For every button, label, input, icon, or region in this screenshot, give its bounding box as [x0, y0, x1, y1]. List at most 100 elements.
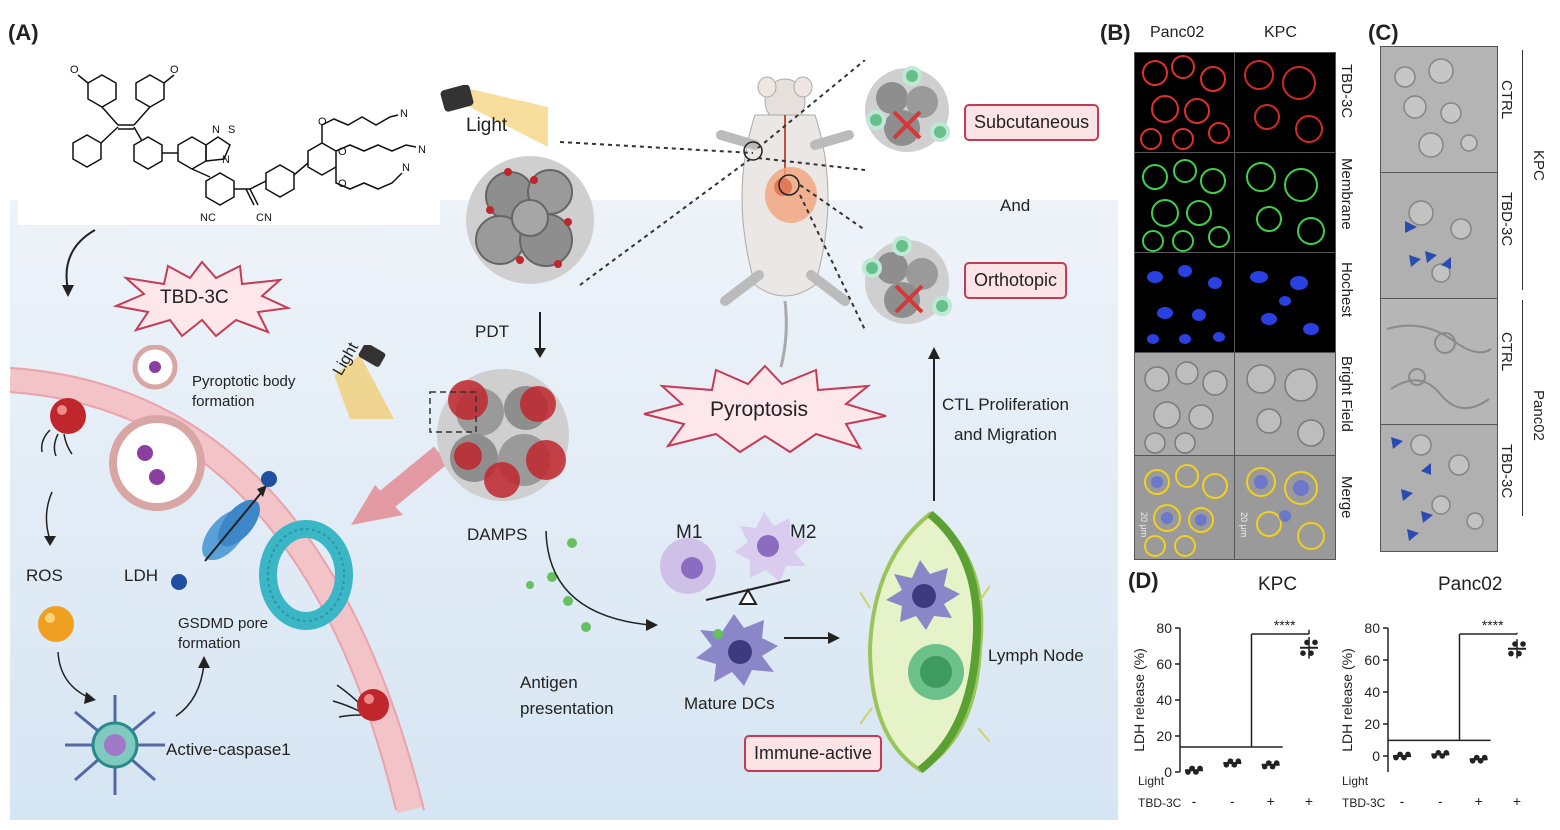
- kpc-tbd-sign-0: -: [1192, 815, 1197, 820]
- red-sphere-small: [332, 684, 389, 721]
- kpc-point-1-3: [1235, 758, 1242, 764]
- struct-s: S: [228, 124, 235, 136]
- kpc-point-2-1: [1265, 760, 1272, 766]
- panel-c-row-4: TBD-3C: [1498, 444, 1515, 499]
- kpc-light-sign-3: +: [1305, 793, 1313, 809]
- panel-b-label: (B): [1100, 20, 1131, 45]
- tbd-burst-label: TBD-3C: [160, 287, 229, 308]
- kpc-ytick-label: 60: [1156, 656, 1172, 672]
- panc02-point-0-0: [1393, 754, 1399, 761]
- scale-bar-kpc: 20 μm: [1239, 512, 1249, 538]
- ros-label: ROS: [26, 566, 63, 585]
- brightfield-kpc-ctrl: [1380, 46, 1498, 174]
- panc02-point-0-1: [1397, 751, 1403, 758]
- zoom-lines: [560, 60, 866, 331]
- panc02-ytick-label: 40: [1364, 684, 1380, 700]
- kpc-tbd-sign-1: +: [1228, 815, 1236, 820]
- scale-bar-panc02: 20 μm: [1139, 512, 1149, 538]
- panc02-point-2-1: [1473, 754, 1480, 761]
- kpc-point-0-1: [1189, 765, 1195, 772]
- svg-text:O: O: [318, 116, 327, 128]
- kpc-ytick-label: 80: [1156, 620, 1172, 636]
- micrograph-bright-panc02: [1134, 352, 1236, 457]
- chart-kpc-light-label: Light: [1138, 774, 1165, 788]
- panc02-ylabel: LDH release (%): [1339, 648, 1355, 751]
- panel-c-row-3: CTRL: [1498, 332, 1515, 372]
- kpc-point-1-1: [1227, 758, 1234, 764]
- kpc-ylabel: LDH release (%): [1131, 648, 1147, 751]
- panc02-ytick-label: 60: [1364, 652, 1380, 668]
- chart-kpc-tbd-label: TBD-3C: [1138, 796, 1182, 810]
- pdt-label: PDT: [475, 322, 509, 341]
- kpc-point-1-2: [1231, 762, 1238, 768]
- struct-cn: CN: [256, 212, 272, 224]
- brightfield-panc02-tbd: [1380, 424, 1498, 552]
- micrograph-merge-panc02: 20 μm: [1134, 455, 1236, 560]
- mouse-icon: [716, 76, 854, 368]
- ldh-label: LDH: [124, 566, 159, 585]
- panc02-tbd-sign-3: +: [1513, 815, 1521, 820]
- panel-c-grid: [1380, 46, 1498, 552]
- kpc-point-2-0: [1261, 763, 1268, 770]
- ctl-arrow: [928, 347, 940, 501]
- chart-panc02-light-label: Light: [1342, 774, 1369, 788]
- curved-arrow-1: [62, 229, 96, 297]
- tumor-damaged: [429, 369, 569, 501]
- kpc-point-0-0: [1185, 769, 1191, 775]
- kpc-point-1-0: [1223, 762, 1230, 768]
- tumor-orthotopic: [862, 236, 952, 324]
- tbd-burst-icon: [112, 260, 292, 338]
- mature-dc-icon: [696, 614, 778, 686]
- panc02-light-sign-0: -: [1400, 793, 1405, 809]
- panel-c-bracket-kpc: [1522, 50, 1523, 290]
- panc02-point-3-1: [1512, 641, 1518, 647]
- micrograph-hochest-panc02: [1134, 252, 1236, 354]
- panc02-point-1-1: [1435, 750, 1442, 756]
- svg-text:O: O: [70, 64, 79, 76]
- kpc-light-sign-0: -: [1192, 793, 1197, 809]
- kpc-point-3-2: [1308, 650, 1314, 656]
- subcutaneous-box: Subcutaneous: [964, 104, 1100, 141]
- panel-a: (A): [8, 20, 1118, 820]
- panel-b-grid: 20 μm 20 μm: [1134, 52, 1336, 560]
- chart-panc02-title: Panc02: [1438, 574, 1503, 595]
- kpc-significance: ****: [1274, 617, 1296, 633]
- kpc-light-sign-2: +: [1267, 793, 1275, 809]
- orange-sphere: [38, 606, 74, 642]
- svg-text:O: O: [338, 178, 347, 190]
- panc02-point-1-3: [1443, 750, 1450, 756]
- pdt-arrow: [534, 312, 546, 358]
- micrograph-membrane-panc02: [1134, 152, 1236, 254]
- lamp-top-icon: [440, 85, 548, 147]
- svg-text:N: N: [400, 108, 408, 120]
- panel-b-row-4: Bright Field: [1338, 356, 1355, 432]
- gsdmd-pore-icon: [259, 520, 353, 630]
- tumor-subcutaneous: [865, 66, 950, 152]
- kpc-light-sign-1: -: [1230, 793, 1235, 809]
- chart-panc02-tbd-label: TBD-3C: [1342, 796, 1386, 810]
- panc02-point-2-3: [1481, 754, 1488, 761]
- svg-text:O: O: [338, 146, 347, 158]
- micrograph-merge-kpc: 20 μm: [1234, 455, 1336, 560]
- kpc-ytick-label: 40: [1156, 692, 1172, 708]
- pyroptosis-burst-icon: [643, 364, 887, 454]
- panc02-point-3-2: [1516, 650, 1522, 657]
- m1-label: M1: [676, 522, 703, 543]
- panc02-light-sign-3: +: [1513, 793, 1521, 809]
- kpc-point-2-3: [1273, 760, 1280, 766]
- micrograph-tbd-kpc: [1234, 52, 1336, 154]
- immune-active-box: Immune-active: [744, 735, 883, 772]
- panc02-point-0-3: [1405, 751, 1411, 758]
- gsdmd-arrow: [175, 656, 210, 717]
- chart-kpc-title: KPC: [1258, 574, 1298, 595]
- panel-b-row-1: TBD-3C: [1338, 64, 1355, 119]
- svg-text:O: O: [170, 64, 179, 76]
- panc02-ytick-label: 80: [1364, 620, 1380, 636]
- orthotopic-box: Orthotopic: [964, 262, 1068, 299]
- brightfield-kpc-tbd: [1380, 172, 1498, 300]
